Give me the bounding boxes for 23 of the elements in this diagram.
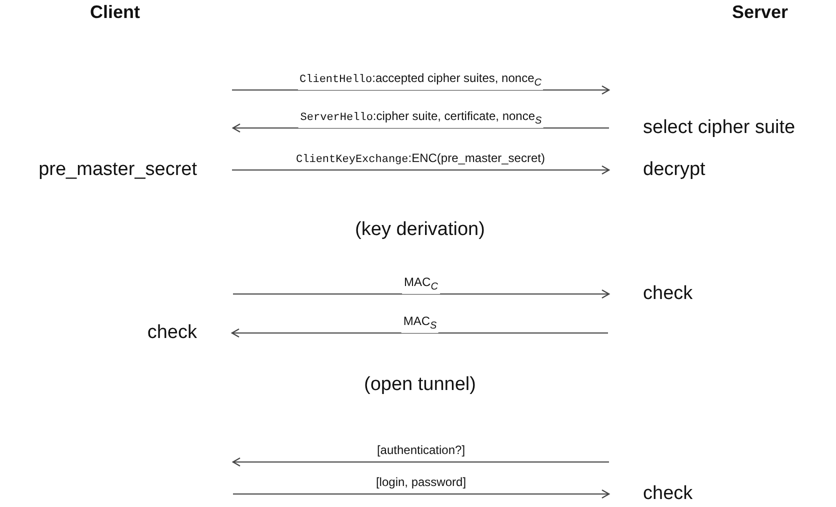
message-label: ClientHello:accepted cipher suites, nonce$_{C}$: [298, 71, 544, 90]
message-label: MAC$_{C}$: [402, 275, 440, 294]
message-label: [login, password]: [374, 475, 468, 490]
phase-note: (key derivation): [355, 218, 485, 242]
message-arrow: [233, 489, 610, 499]
step-text: check: [147, 321, 197, 345]
message-arrow: [232, 457, 609, 467]
message-arrow: [232, 165, 610, 175]
step-text: check: [643, 282, 693, 306]
step-text: check: [643, 482, 693, 506]
message-arrow: [233, 289, 610, 299]
step-text: pre_master_secret: [38, 158, 197, 182]
step-text: select cipher suite: [643, 116, 796, 140]
step-text: decrypt: [643, 158, 706, 182]
message-label: MAC$_{S}$: [401, 314, 439, 334]
column-heading: Server: [732, 1, 788, 24]
message-arrow: [232, 85, 610, 95]
column-heading: Client: [90, 1, 140, 24]
message-label: ServerHello:cipher suite, certificate, nonce$_{S}$: [298, 109, 544, 128]
message-arrow: [232, 123, 609, 133]
message-label: [authentication?]: [374, 443, 468, 458]
phase-note: (open tunnel): [364, 373, 476, 397]
message-arrow: [231, 328, 608, 338]
